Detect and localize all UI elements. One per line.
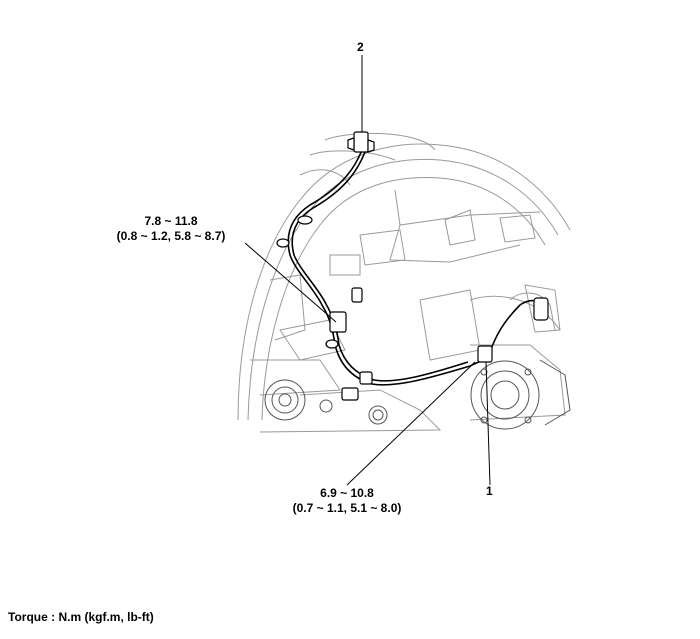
torque-spec-lower-conversion: (0.7 ~ 1.1, 5.1 ~ 8.0) <box>292 501 402 515</box>
torque-spec-upper: 7.8 ~ 11.8 (0.8 ~ 1.2, 5.8 ~ 8.7) <box>96 214 246 244</box>
leader-item-1 <box>485 361 491 486</box>
sensor-harness <box>287 149 549 386</box>
hub-assembly <box>470 359 571 430</box>
callout-1-label: 1 <box>486 484 493 498</box>
callout-2-label: 2 <box>357 40 364 54</box>
connector-2-part <box>347 131 375 153</box>
harness-clips <box>276 215 549 401</box>
leader-torque-lower <box>346 361 476 486</box>
torque-unit-footnote: Torque : N.m (kgf.m, lb-ft) <box>8 610 154 624</box>
torque-spec-lower-value: 6.9 ~ 10.8 <box>320 486 374 500</box>
leader-lines <box>244 55 491 486</box>
torque-spec-upper-conversion: (0.8 ~ 1.2, 5.8 ~ 8.7) <box>116 229 226 243</box>
torque-spec-lower: 6.9 ~ 10.8 (0.7 ~ 1.1, 5.1 ~ 8.0) <box>272 486 422 516</box>
torque-spec-upper-value: 7.8 ~ 11.8 <box>144 214 198 228</box>
coil-spring-seat <box>264 379 388 425</box>
leader-torque-upper <box>244 242 337 323</box>
